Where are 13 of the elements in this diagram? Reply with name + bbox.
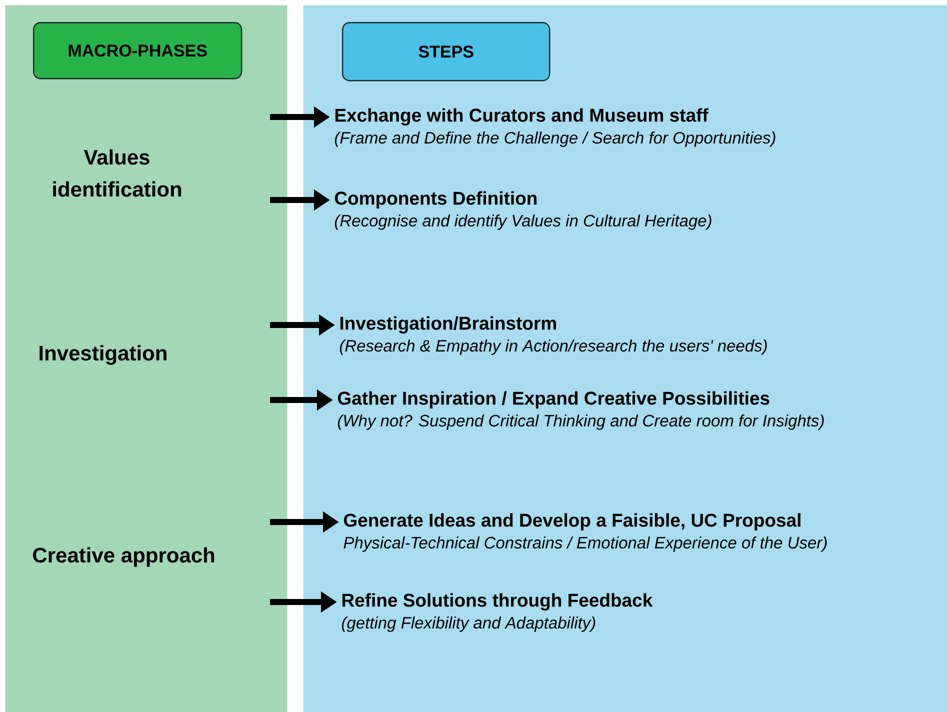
phase-label: Values identification xyxy=(53,149,182,197)
header-box: MACRO-PHASES xyxy=(33,22,242,80)
column-background xyxy=(5,5,288,712)
step-text: Components Definition (Recognise and identify Values in Cultural Heritage) xyxy=(334,191,712,230)
step-text: Generate Ideas and Develop a Faisible, UC Proposal Physical-Technical Constrains / Emotional Experience of the User) xyxy=(344,513,827,552)
step-text: Exchange with Curators and Museum staff (Frame and Define the Challenge / Search for Opportunities) xyxy=(334,108,776,147)
phase-label: Investigation xyxy=(40,345,166,365)
step-text: Refine Solutions through Feedback (getting Flexibility and Adaptability) xyxy=(342,593,653,632)
phase-label: Creative approach xyxy=(33,547,214,567)
step-text: Gather Inspiration / Expand Creative Possibilities (Why not? Suspend Critical Thinking and Create room for Insights) xyxy=(338,391,824,430)
column-background xyxy=(303,5,947,712)
step-text: Investigation/Brainstorm (Research & Empathy in Action/research the users' needs) xyxy=(340,316,767,355)
header-box: STEPS xyxy=(342,22,550,82)
